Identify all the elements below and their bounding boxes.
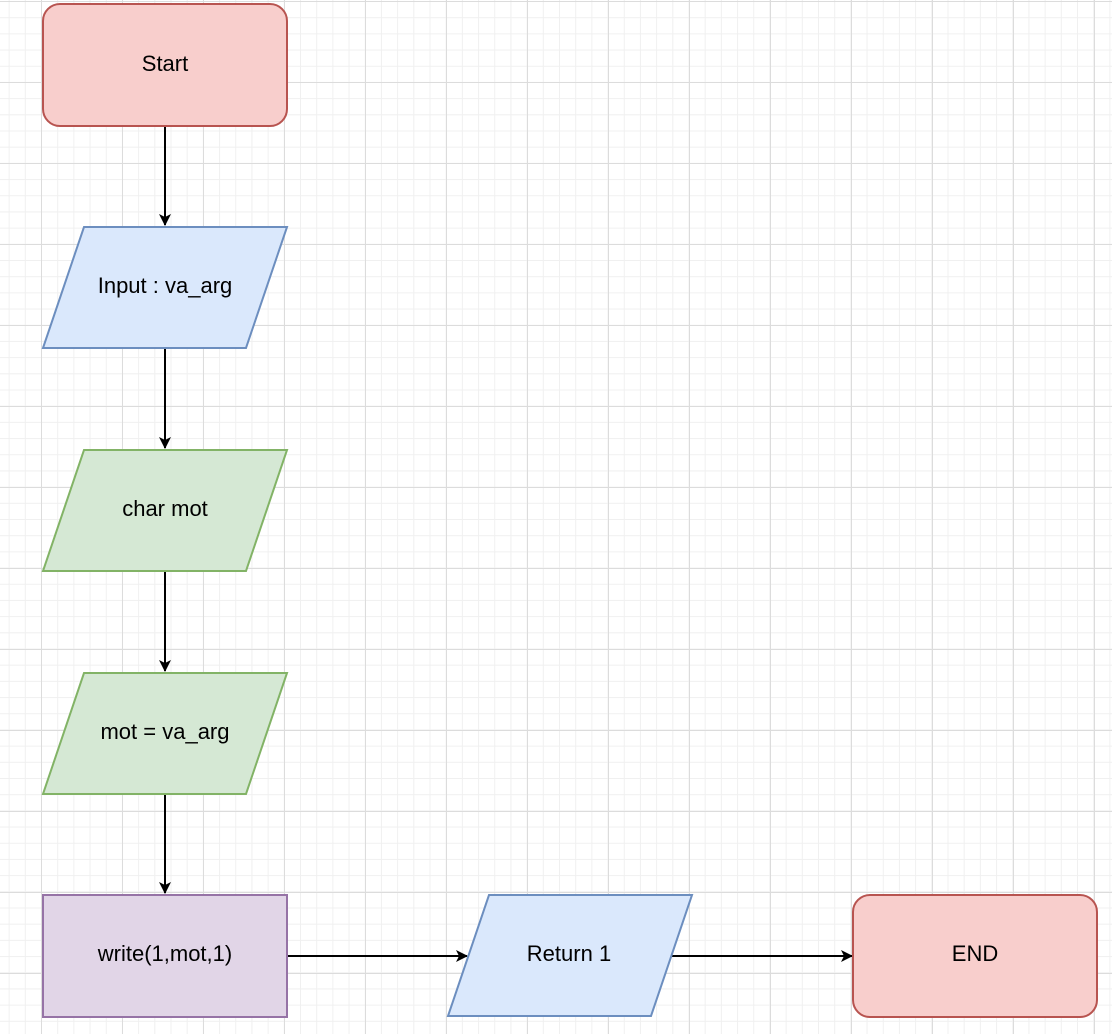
end-node[interactable]: END: [852, 894, 1098, 1018]
input-node[interactable]: Input : va_arg: [41, 226, 289, 349]
input-node-shape: [41, 226, 289, 349]
char-mot-node[interactable]: char mot: [41, 449, 289, 572]
end-node-shape: [852, 894, 1098, 1018]
write-node[interactable]: write(1,mot,1): [42, 894, 288, 1018]
edges: [159, 126, 853, 962]
write-node-label: write(1,mot,1): [97, 941, 232, 966]
input-node-label: Input : va_arg: [98, 273, 233, 298]
start-node[interactable]: Start: [42, 3, 288, 127]
return-node[interactable]: Return 1: [446, 894, 694, 1017]
char-mot-node-label: char mot: [122, 496, 208, 521]
write-node-shape: [42, 894, 288, 1018]
char-mot-node-shape: [41, 449, 289, 572]
end-node-label: END: [952, 941, 998, 966]
start-node-shape: [42, 3, 288, 127]
start-node-label: Start: [142, 51, 188, 76]
return-node-label: Return 1: [527, 941, 611, 966]
return-node-shape: [446, 894, 694, 1017]
assign-node-label: mot = va_arg: [100, 719, 229, 744]
assign-node-shape: [41, 672, 289, 795]
assign-node[interactable]: mot = va_arg: [41, 672, 289, 795]
